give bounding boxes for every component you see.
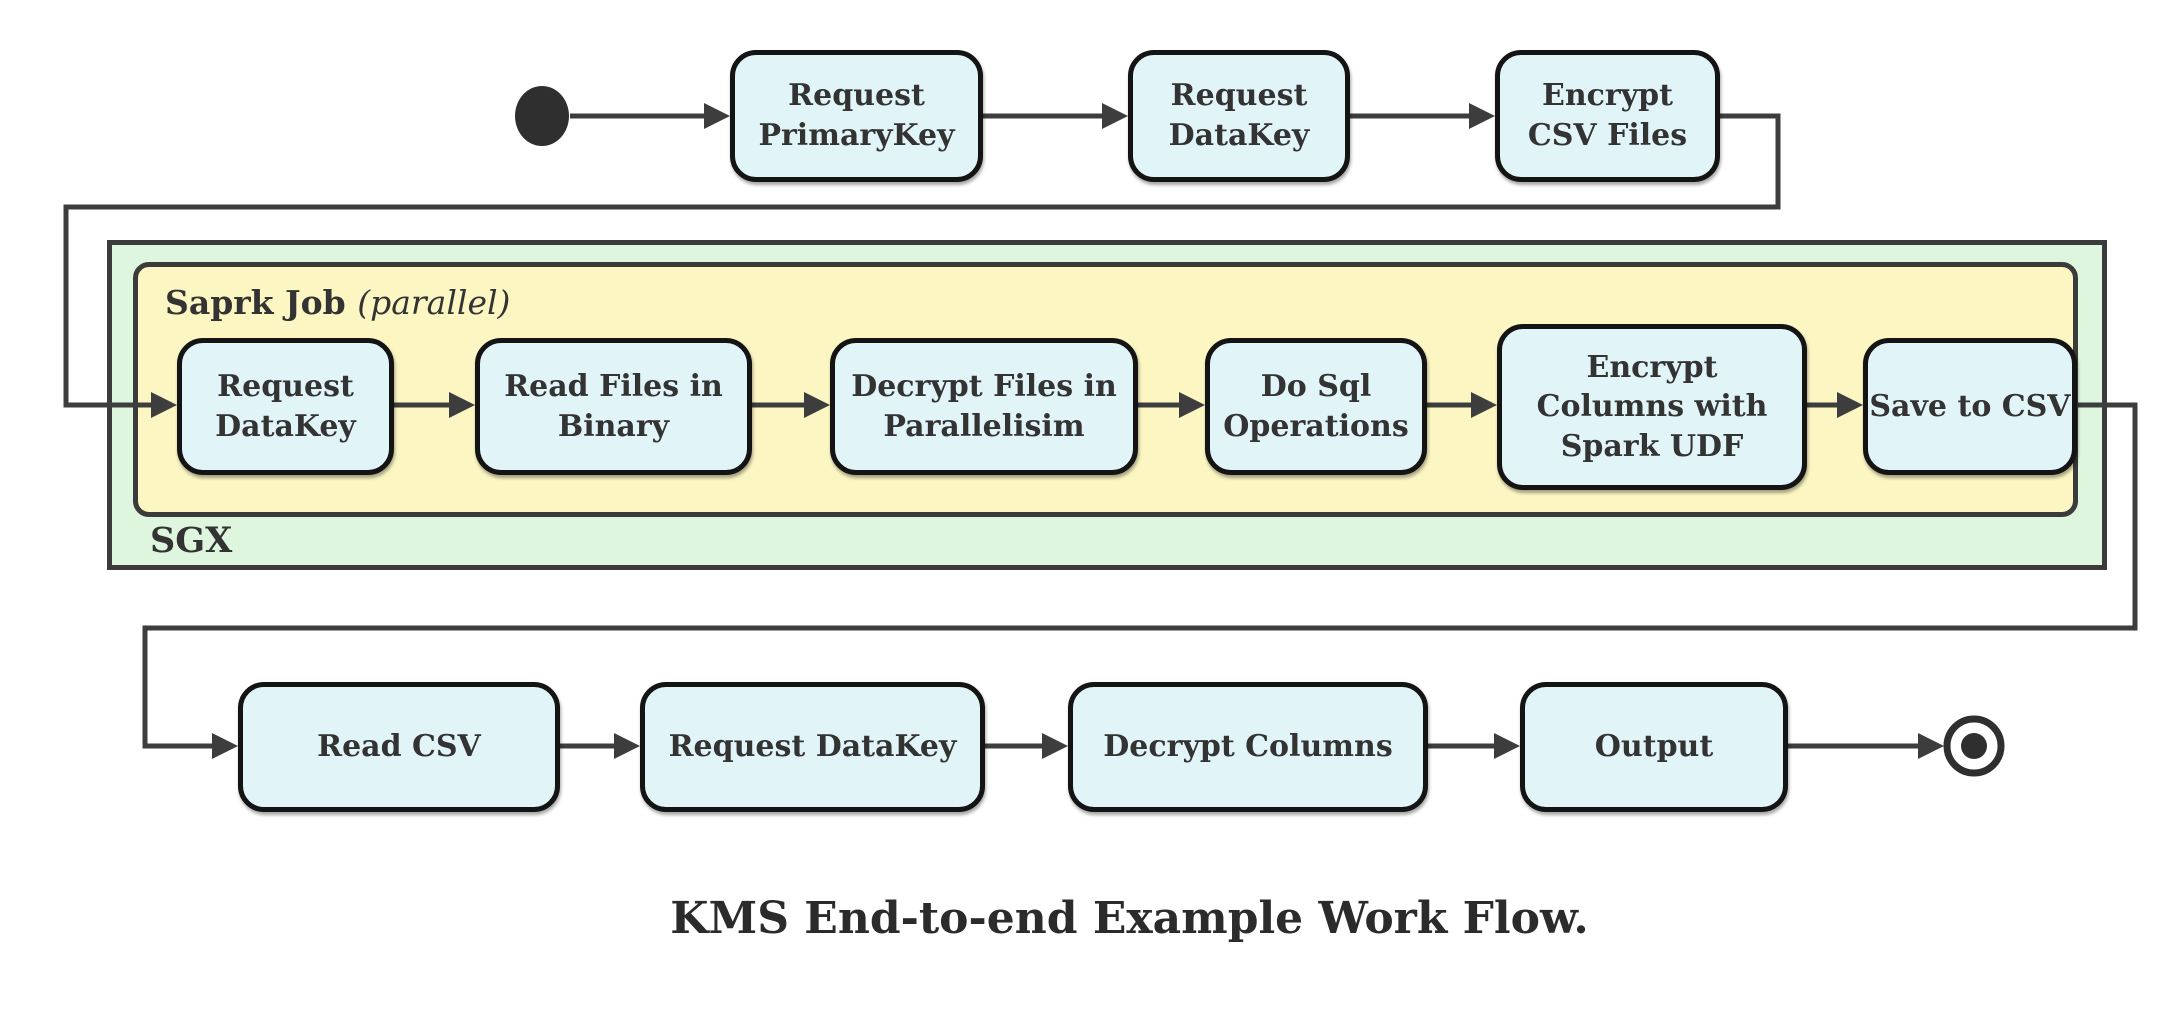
diagram-caption: KMS End-to-end Example Work Flow.	[670, 893, 1589, 944]
node-encrypt-columns-with-spark-udf: Encrypt Columns with Spark UDF	[1497, 324, 1807, 490]
spark-job-label: Saprk Job (parallel)	[165, 283, 510, 322]
arrowhead	[1918, 733, 1944, 759]
end-state-inner-dot	[1961, 733, 1987, 759]
arrowhead	[1837, 392, 1863, 418]
spark-job-label-text: Saprk Job	[165, 283, 346, 322]
node-request-primarykey: Request PrimaryKey	[730, 50, 983, 182]
node-save-to-csv: Save to CSV	[1863, 338, 2077, 475]
arrowhead	[804, 392, 830, 418]
edge-encrypt-csv-to-sgx-request-datakey	[63, 113, 1781, 408]
arrowhead	[1179, 392, 1205, 418]
arrowhead	[1471, 392, 1497, 418]
arrowhead	[1102, 103, 1128, 129]
node-decrypt-files-in-parallelisim: Decrypt Files in Parallelisim	[830, 338, 1138, 475]
edge-save-csv-to-read-csv	[142, 402, 2138, 749]
node-decrypt-columns: Decrypt Columns	[1068, 682, 1428, 812]
arrowhead	[1494, 733, 1520, 759]
node-request-datakey-top: Request DataKey	[1128, 50, 1350, 182]
arrowhead	[449, 392, 475, 418]
spark-job-parallel-annotation: (parallel)	[357, 283, 511, 322]
node-do-sql-operations: Do Sql Operations	[1205, 338, 1427, 475]
arrowhead	[151, 392, 177, 418]
arrowhead	[212, 733, 238, 759]
start-state-icon	[515, 86, 569, 146]
node-read-files-in-binary: Read Files in Binary	[475, 338, 752, 475]
sgx-label: SGX	[150, 520, 233, 561]
arrowhead	[614, 733, 640, 759]
node-read-csv: Read CSV	[238, 682, 560, 812]
node-request-datakey-bottom: Request DataKey	[640, 682, 985, 812]
node-output: Output	[1520, 682, 1788, 812]
arrowhead	[1042, 733, 1068, 759]
node-request-datakey-sgx: Request DataKey	[177, 338, 394, 475]
arrowhead	[1469, 103, 1495, 129]
node-encrypt-csv-files: Encrypt CSV Files	[1495, 50, 1720, 182]
arrowhead	[704, 103, 730, 129]
